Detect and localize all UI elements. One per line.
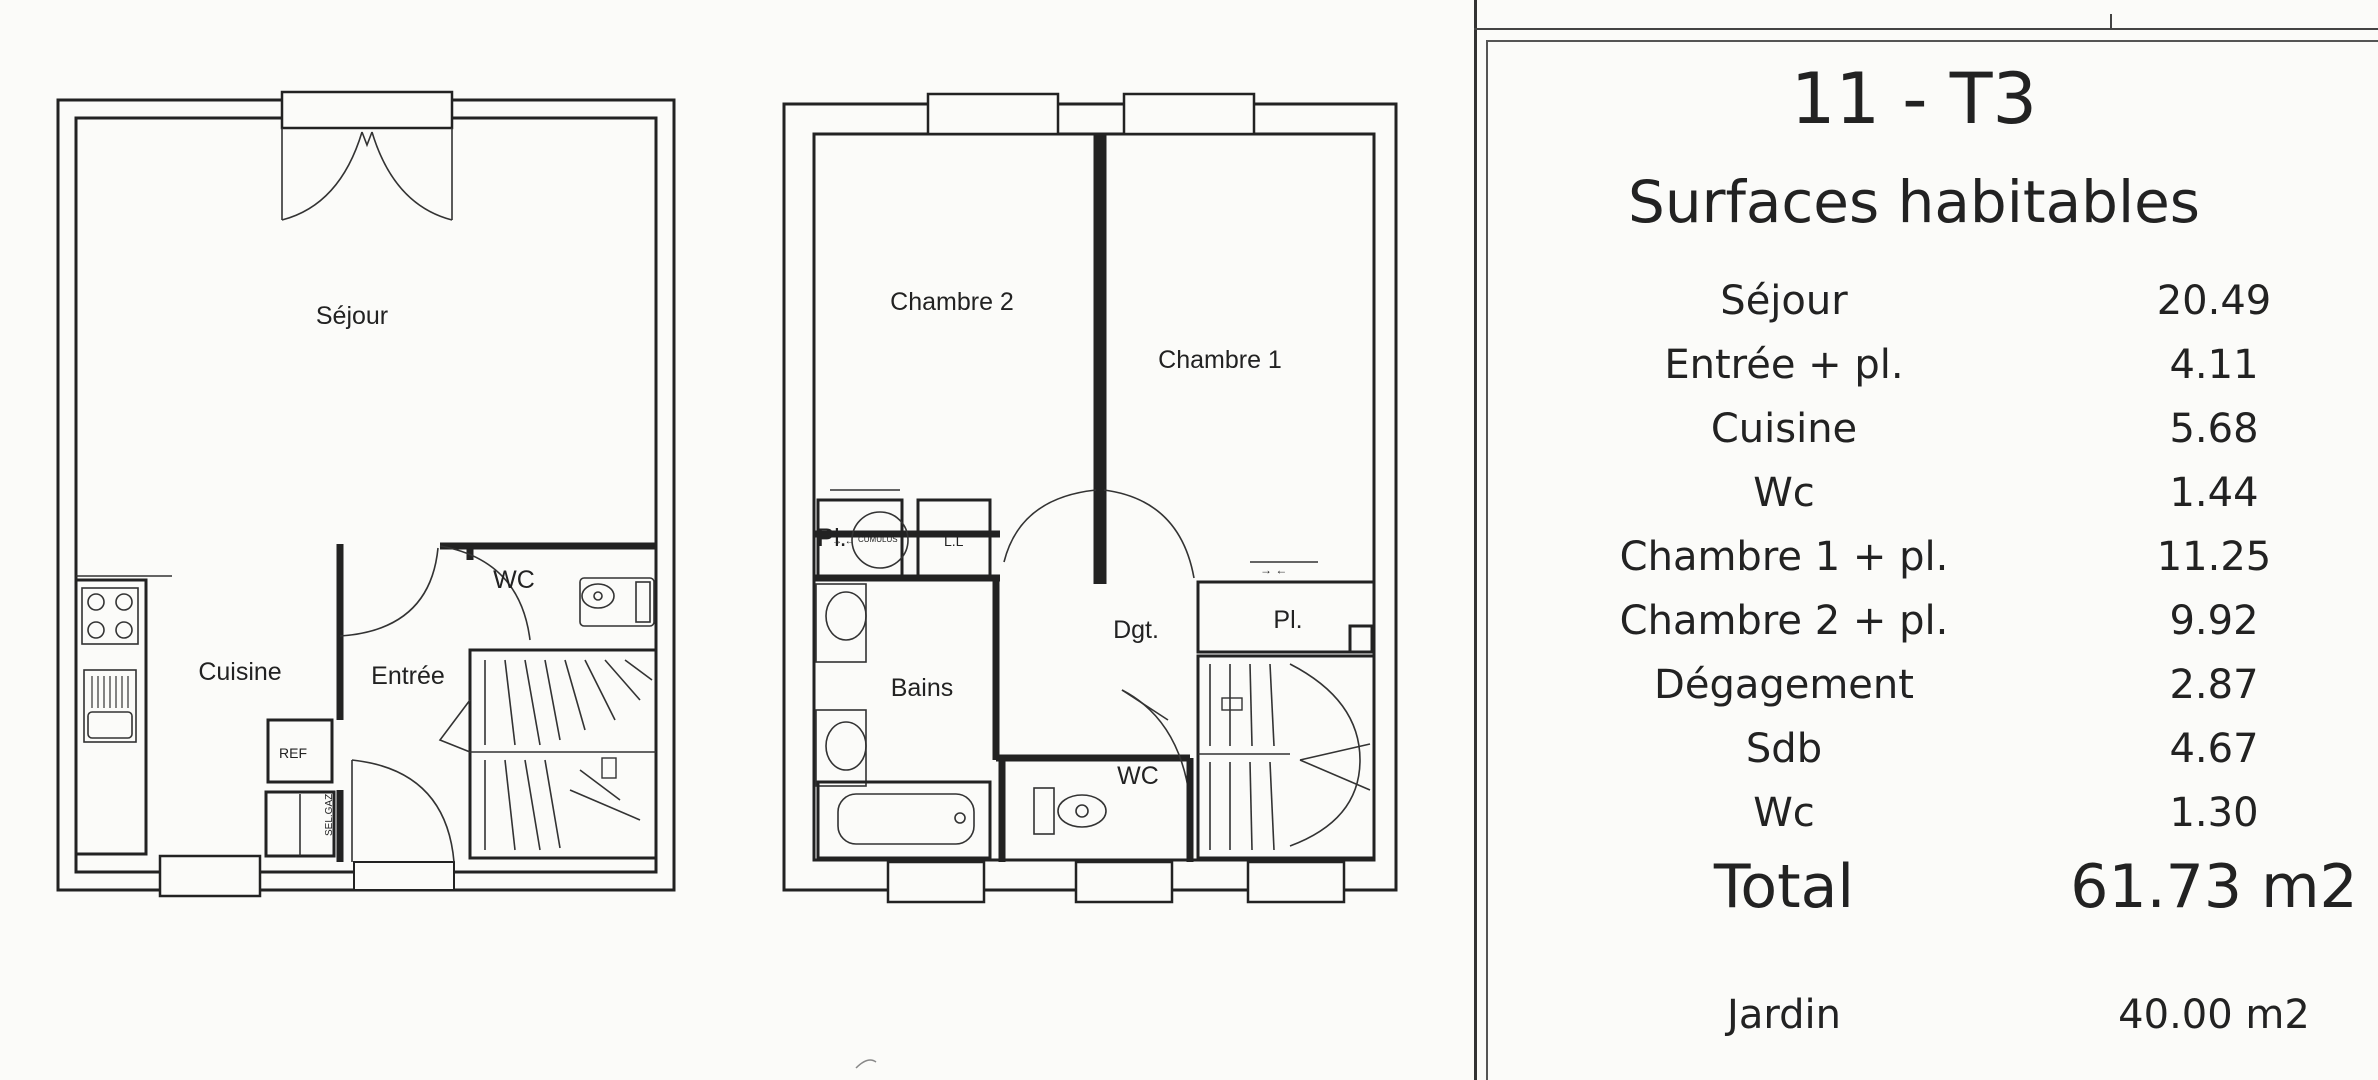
surface-row: Chambre 2 + pl. 9.92 [1474, 598, 2374, 658]
surface-value: 4.11 [2169, 342, 2259, 388]
surface-value: 1.44 [2169, 470, 2259, 516]
room-label-sejour: Séjour [316, 302, 388, 330]
svg-text:→ ←: → ← [832, 536, 855, 547]
room-label-chambre-2: Chambre 2 [890, 288, 1014, 316]
surface-row: Cuisine 5.68 [1474, 406, 2374, 466]
surface-row: Entrée + pl. 4.11 [1474, 342, 2374, 402]
total-value: 61.73 m2 [2070, 852, 2358, 922]
unit-title: 11 - T3 [1790, 58, 2038, 140]
surface-value: 20.49 [2156, 278, 2272, 324]
surface-label: Cuisine [1710, 406, 1858, 452]
room-label-bains: Bains [891, 674, 954, 702]
surface-row: Dégagement 2.87 [1474, 662, 2374, 722]
surface-label: Sdb [1745, 726, 1823, 772]
surface-value: 5.68 [2169, 406, 2259, 452]
garden-row: Jardin 40.00 m2 [1474, 992, 2374, 1052]
surface-label: Chambre 2 + pl. [1619, 598, 1949, 644]
ll-label: L.L [944, 533, 964, 549]
room-label-wc-ground: WC [493, 566, 535, 594]
surface-value: 2.87 [2169, 662, 2259, 708]
surface-label: Chambre 1 + pl. [1619, 534, 1949, 580]
panel-border-inner [1486, 40, 1488, 1080]
surfaces-subtitle: Surfaces habitables [1628, 168, 2200, 236]
surface-value: 9.92 [2169, 598, 2259, 644]
room-label-chambre-1: Chambre 1 [1158, 346, 1282, 374]
room-label-entree: Entrée [371, 662, 445, 690]
garden-value: 40.00 m2 [2118, 992, 2310, 1038]
surface-label: Wc [1753, 790, 1815, 836]
surface-value: 4.67 [2169, 726, 2259, 772]
surface-label: Dégagement [1654, 662, 1914, 708]
room-label-degagement: Dgt. [1113, 616, 1159, 644]
upper-floor-plan: → ← CUMULUS L.L → ← [782, 92, 1398, 904]
svg-text:CUMULUS: CUMULUS [858, 535, 898, 544]
surface-label: Entrée + pl. [1664, 342, 1904, 388]
surface-value: 1.30 [2169, 790, 2259, 836]
surface-row: Séjour 20.49 [1474, 278, 2374, 338]
panel-tick [2110, 14, 2112, 30]
room-label-placard-right: Pl. [1273, 606, 1302, 634]
floor-plans: REF SEL.GAZ Séjour [56, 90, 1398, 1069]
room-label-placard-left: Pl. [817, 524, 846, 552]
ground-floor-plan: REF SEL.GAZ Séjour [56, 90, 676, 898]
surface-row: Wc 1.30 [1474, 790, 2374, 850]
svg-text:→ ←: → ← [1260, 563, 1287, 577]
surfaces-panel: 11 - T3 Surfaces habitables Séjour 20.49… [1474, 0, 2378, 1080]
surface-row: Sdb 4.67 [1474, 726, 2374, 786]
surface-label: Séjour [1720, 278, 1848, 324]
room-label-cuisine: Cuisine [198, 658, 281, 686]
total-row: Total 61.73 m2 [1474, 852, 2374, 932]
surface-row: Wc 1.44 [1474, 470, 2374, 530]
panel-border-top [1474, 28, 2378, 30]
ref-label: REF [279, 745, 307, 761]
panel-border-inner-top [1486, 40, 2378, 42]
surface-label: Wc [1753, 470, 1815, 516]
svg-text:SEL.GAZ: SEL.GAZ [324, 794, 335, 836]
panel-border [1474, 0, 1477, 1080]
room-label-wc-upper: WC [1117, 762, 1159, 790]
surface-value: 11.25 [2156, 534, 2272, 580]
garden-label: Jardin [1727, 992, 1841, 1038]
surface-row: Chambre 1 + pl. 11.25 [1474, 534, 2374, 594]
total-label: Total [1713, 852, 1855, 922]
